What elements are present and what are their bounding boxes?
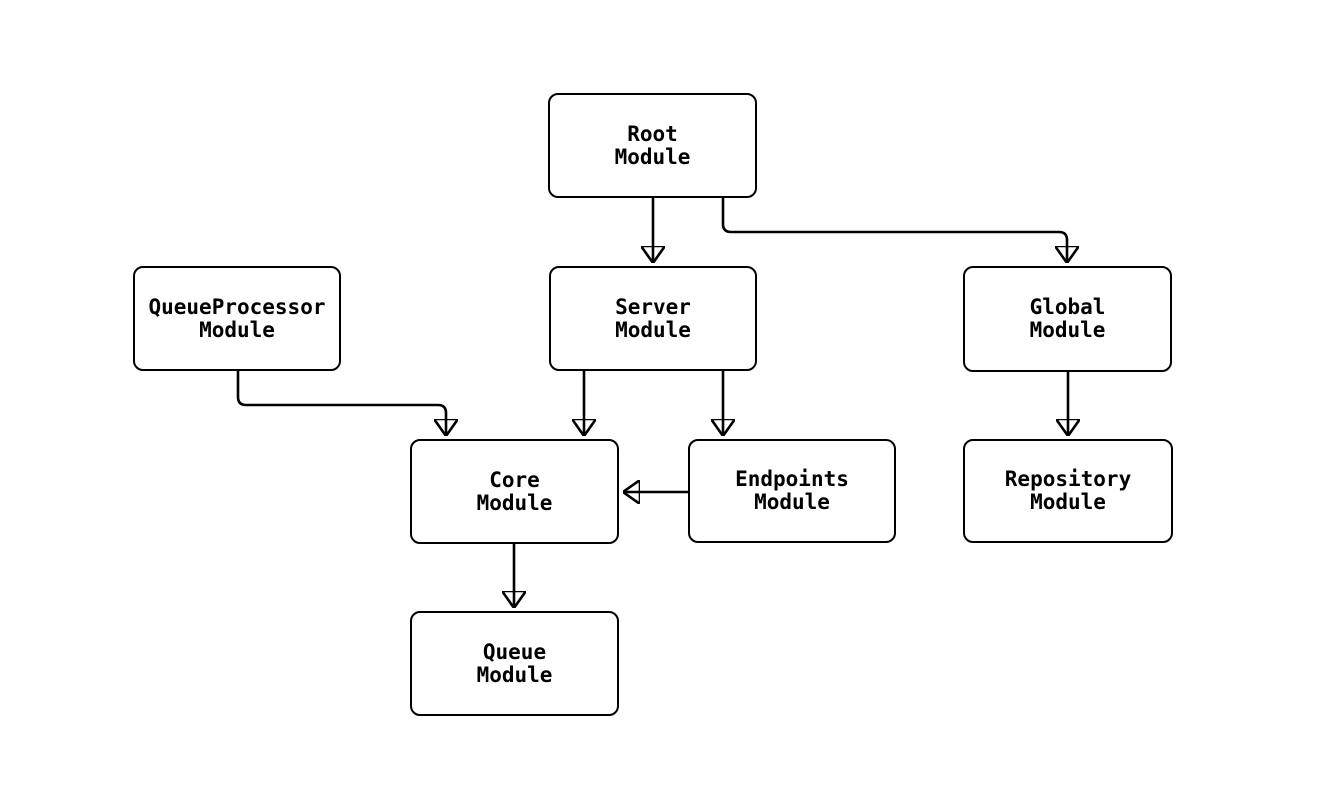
node-queue-module: Queue Module: [410, 611, 619, 716]
node-repository-module-label: Repository Module: [1004, 467, 1132, 514]
node-core-module-label: Core Module: [476, 467, 553, 515]
node-server-module-label: Server Module: [615, 294, 691, 342]
node-root-module: Root Module: [548, 93, 757, 198]
node-global-module: Global Module: [963, 266, 1172, 372]
node-global-module-label: Global Module: [1029, 295, 1106, 342]
node-queue-module-label: Queue Module: [476, 639, 553, 687]
edge-root-to-global: [721, 198, 1067, 262]
node-queueprocessor-module: QueueProcessor Module: [133, 266, 341, 371]
node-server-module: Server Module: [549, 266, 757, 371]
node-endpoints-module-label: Endpoints Module: [735, 467, 849, 514]
edge-queueprocessor-to-core: [236, 371, 446, 435]
node-root-module-label: Root Module: [614, 121, 691, 169]
node-core-module: Core Module: [410, 439, 619, 544]
node-endpoints-module: Endpoints Module: [688, 439, 896, 543]
node-queueprocessor-module-label: QueueProcessor Module: [148, 294, 326, 342]
node-repository-module: Repository Module: [963, 439, 1173, 543]
